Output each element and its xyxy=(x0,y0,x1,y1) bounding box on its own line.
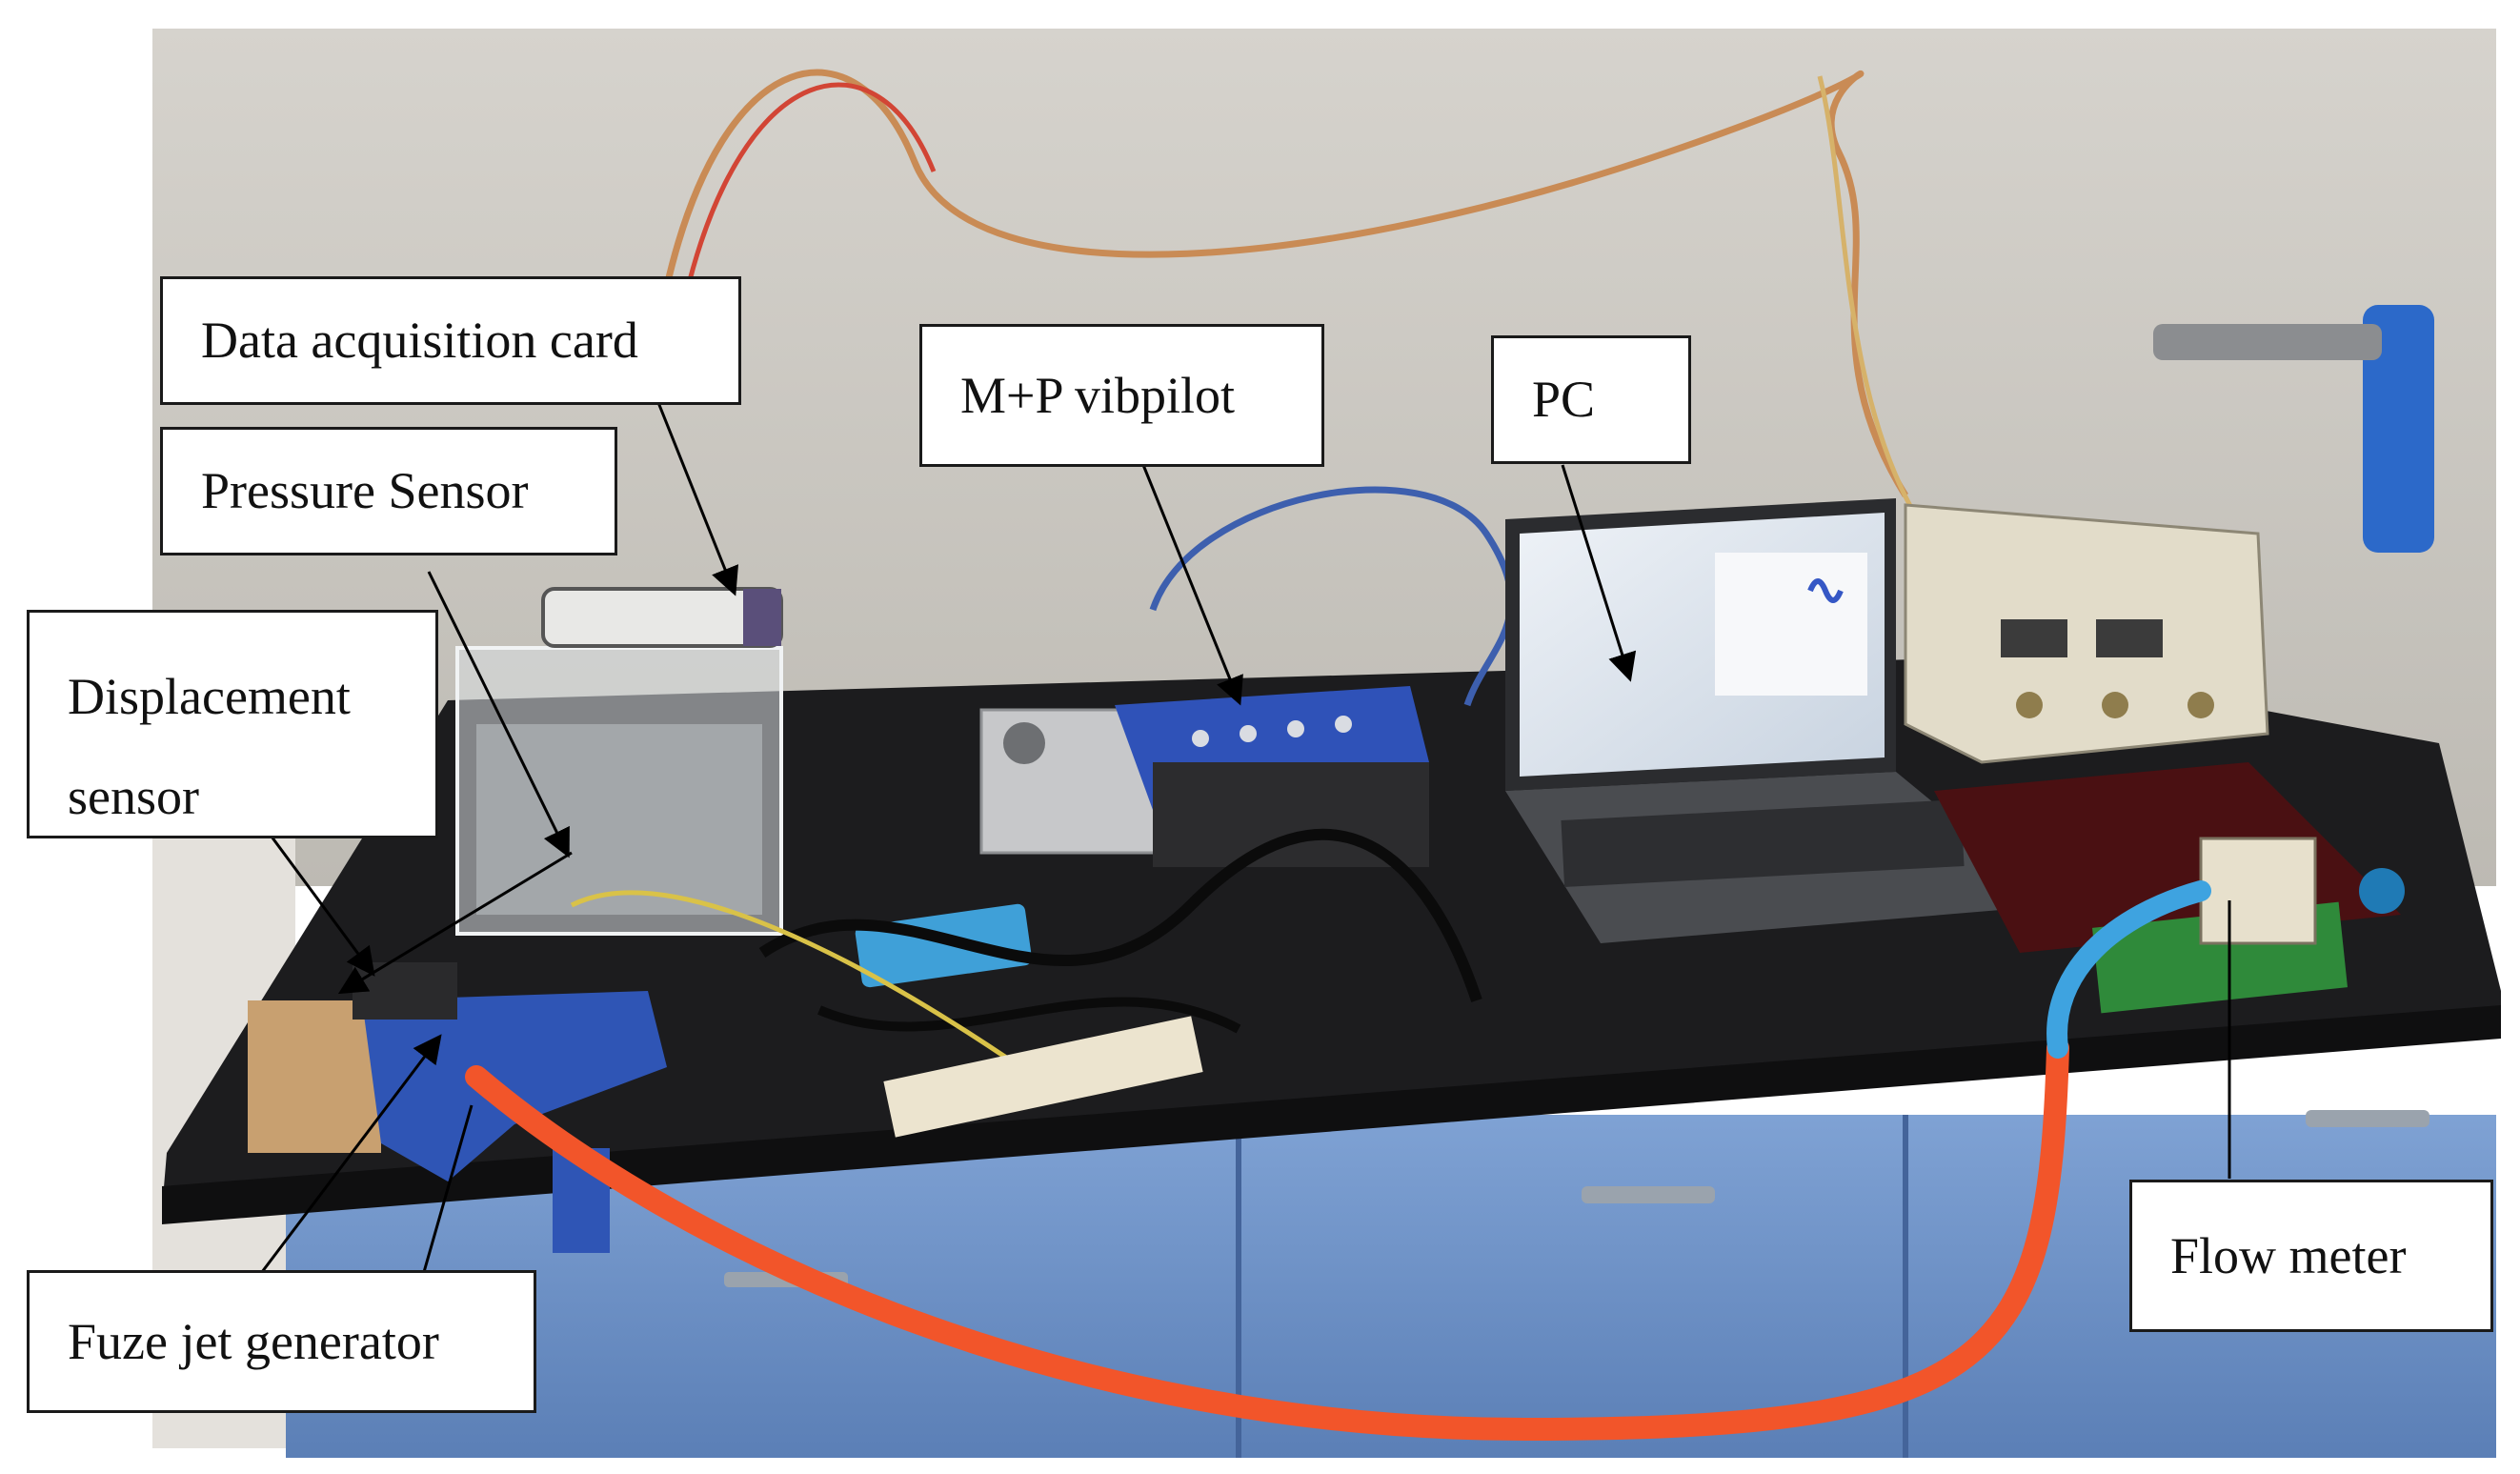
label-displacement-line2: sensor xyxy=(68,768,199,826)
callout-line-displacement-extra xyxy=(337,851,573,995)
label-flow-meter: Flow meter xyxy=(2129,1180,2493,1332)
label-pressure-sensor: Pressure Sensor xyxy=(160,427,617,555)
callout-line-fuze-jet xyxy=(260,1034,442,1273)
label-displacement-sensor: Displacement sensor xyxy=(27,610,438,838)
callout-line-displacement-sensor xyxy=(270,836,375,977)
flow-meter-device xyxy=(2199,837,2317,945)
callout-line-vibpilot xyxy=(1141,464,1243,706)
wooden-block xyxy=(248,1000,381,1153)
callout-line-data-acquisition xyxy=(655,399,739,596)
label-data-acquisition-card: Data acquisition card xyxy=(160,276,741,405)
orange-hose xyxy=(465,1037,2069,1442)
label-pc: PC xyxy=(1491,335,1691,464)
blue-hose xyxy=(2046,880,2211,1059)
air-filter xyxy=(2363,305,2434,553)
callout-line-pc xyxy=(1561,464,1637,682)
dc-power-supply xyxy=(1904,503,2269,764)
drawer-handle xyxy=(2306,1110,2429,1127)
label-displacement-line1: Displacement xyxy=(68,668,351,725)
breadboard xyxy=(883,1016,1203,1138)
callout-line-pressure-sensor xyxy=(427,571,570,858)
drawer-handle xyxy=(1582,1186,1715,1203)
label-fuze-jet-generator: Fuze jet generator xyxy=(27,1270,536,1413)
label-mp-vibpilot: M+P vibpilot xyxy=(919,324,1324,467)
wall-cable xyxy=(663,69,1908,497)
